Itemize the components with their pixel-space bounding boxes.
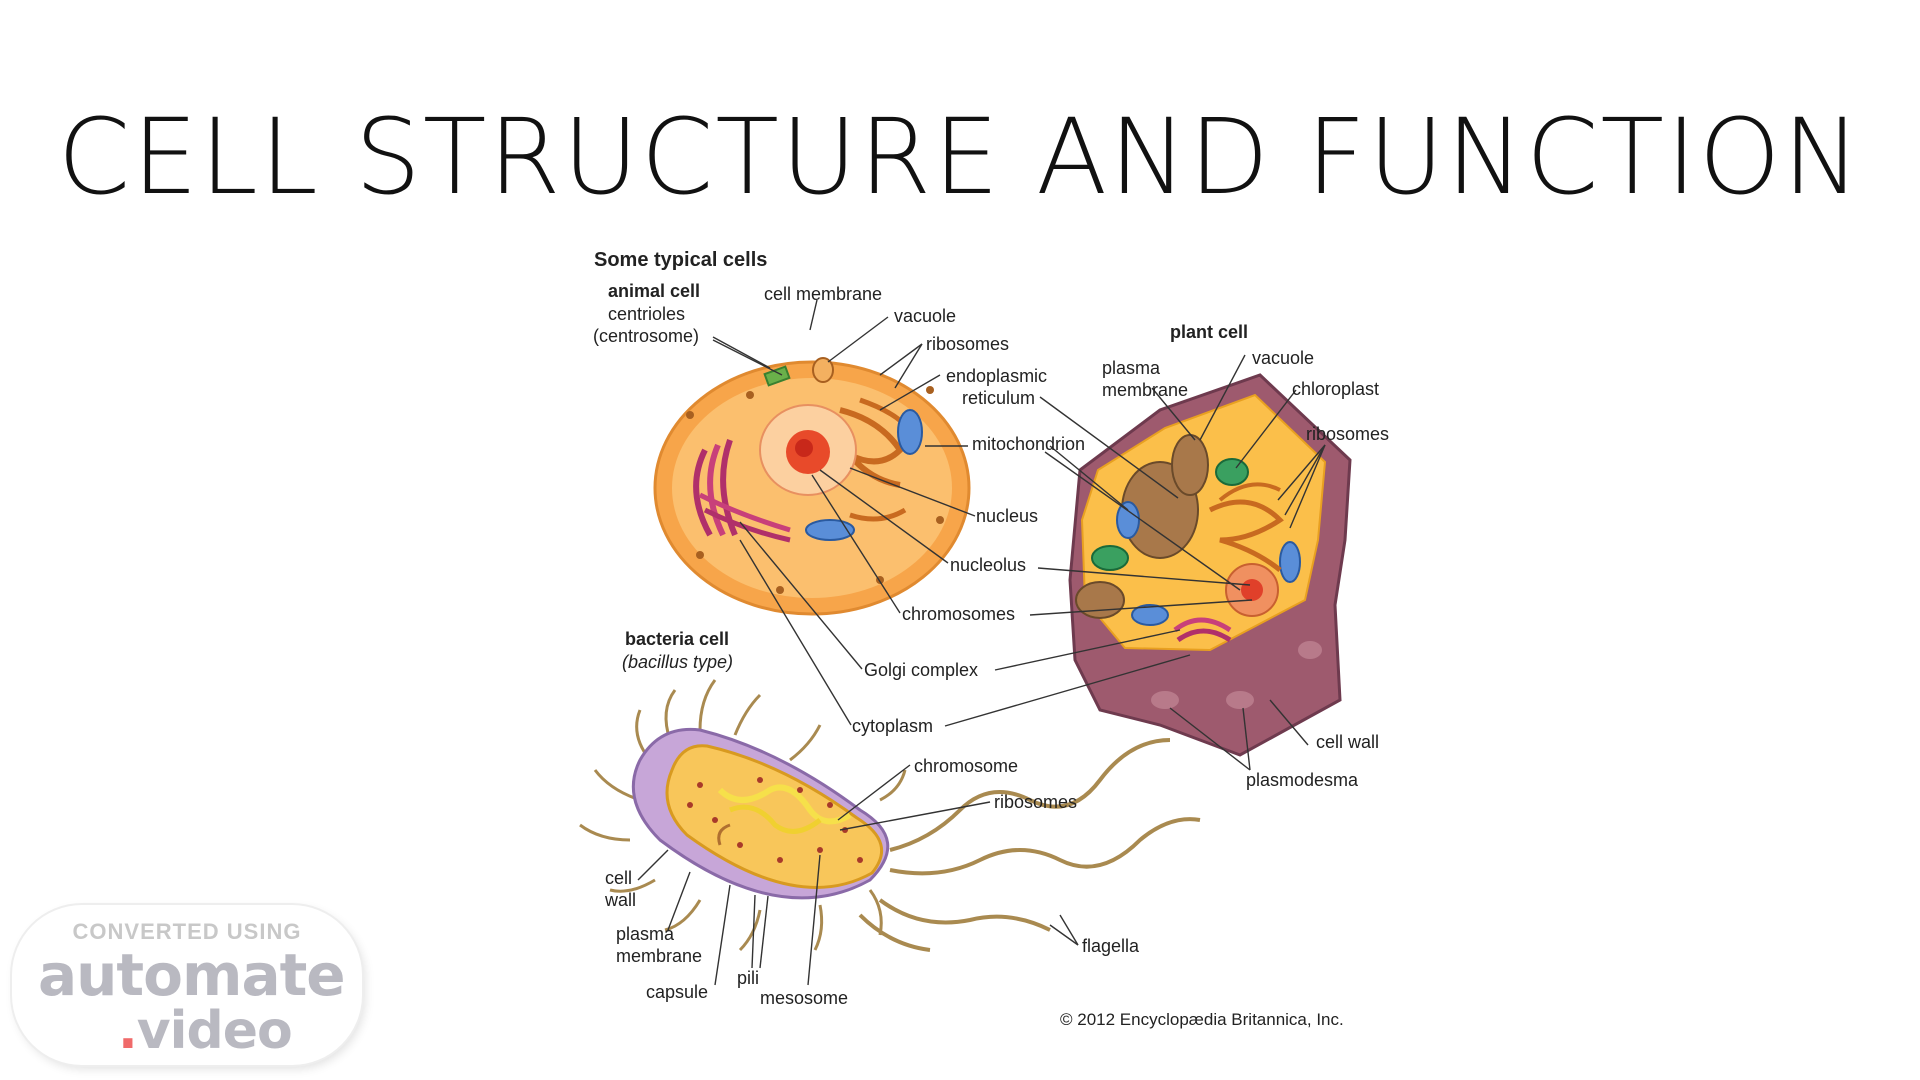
figure-heading: Some typical cells: [594, 249, 767, 271]
label-plant-ribosomes: ribosomes: [1306, 424, 1389, 444]
watermark-sub: .video: [118, 1001, 293, 1061]
label-chromosome: chromosome: [914, 756, 1018, 776]
label-animal-vacuole: vacuole: [894, 306, 956, 326]
plant-cell-title: plant cell: [1170, 322, 1248, 342]
label-bacteria-plasma-line1: plasma: [616, 924, 675, 944]
animal-cell-title: animal cell: [608, 281, 700, 301]
watermark-brand: automate: [38, 941, 346, 1009]
label-centrosome: (centrosome): [593, 326, 699, 346]
bacteria-cell-subtitle: (bacillus type): [622, 652, 733, 672]
label-nucleolus: nucleolus: [950, 555, 1026, 575]
label-bacteria-ribosomes: ribosomes: [994, 792, 1077, 812]
label-cytoplasm: cytoplasm: [852, 716, 933, 736]
label-er-line2: reticulum: [962, 388, 1035, 408]
label-animal-ribosomes: ribosomes: [926, 334, 1009, 354]
watermark-caption: CONVERTED USING: [72, 919, 302, 944]
label-plasmodesma: plasmodesma: [1246, 770, 1359, 790]
label-mitochondrion: mitochondrion: [972, 434, 1085, 454]
label-plasma-line2: membrane: [1102, 380, 1188, 400]
watermark-badge: CONVERTED USING automate .video: [12, 905, 362, 1065]
label-cell-wall-line2: wall: [604, 890, 636, 910]
watermark-sub-text: video: [136, 1001, 293, 1061]
label-bacteria-plasma-line2: membrane: [616, 946, 702, 966]
label-capsule: capsule: [646, 982, 708, 1002]
label-nucleus: nucleus: [976, 506, 1038, 526]
bacteria-cell-title: bacteria cell: [625, 629, 729, 649]
animal-cell-illustration: [653, 357, 971, 616]
leader-lines: [637, 299, 1326, 986]
watermark-dot: .: [118, 1001, 138, 1061]
figure-credit: © 2012 Encyclopædia Britannica, Inc.: [1060, 1010, 1344, 1029]
label-plant-vacuole: vacuole: [1252, 348, 1314, 368]
label-er-line1: endoplasmic: [946, 366, 1047, 386]
label-cell-membrane: cell membrane: [764, 284, 882, 304]
label-plasma-line1: plasma: [1102, 358, 1161, 378]
label-cell-wall: cell wall: [1316, 732, 1379, 752]
label-chloroplast: chloroplast: [1292, 379, 1379, 399]
bacteria-cell-illustration: [579, 679, 1201, 952]
label-centrioles: centrioles: [608, 304, 685, 324]
label-mesosome: mesosome: [760, 988, 848, 1008]
label-cell-wall-line1: cell: [605, 868, 632, 888]
label-pili: pili: [737, 968, 759, 988]
label-chromosomes: chromosomes: [902, 604, 1015, 624]
label-golgi-complex: Golgi complex: [864, 660, 978, 680]
label-flagella: flagella: [1082, 936, 1140, 956]
slide-title: CELL STRUCTURE AND FUNCTION: [57, 96, 1863, 218]
